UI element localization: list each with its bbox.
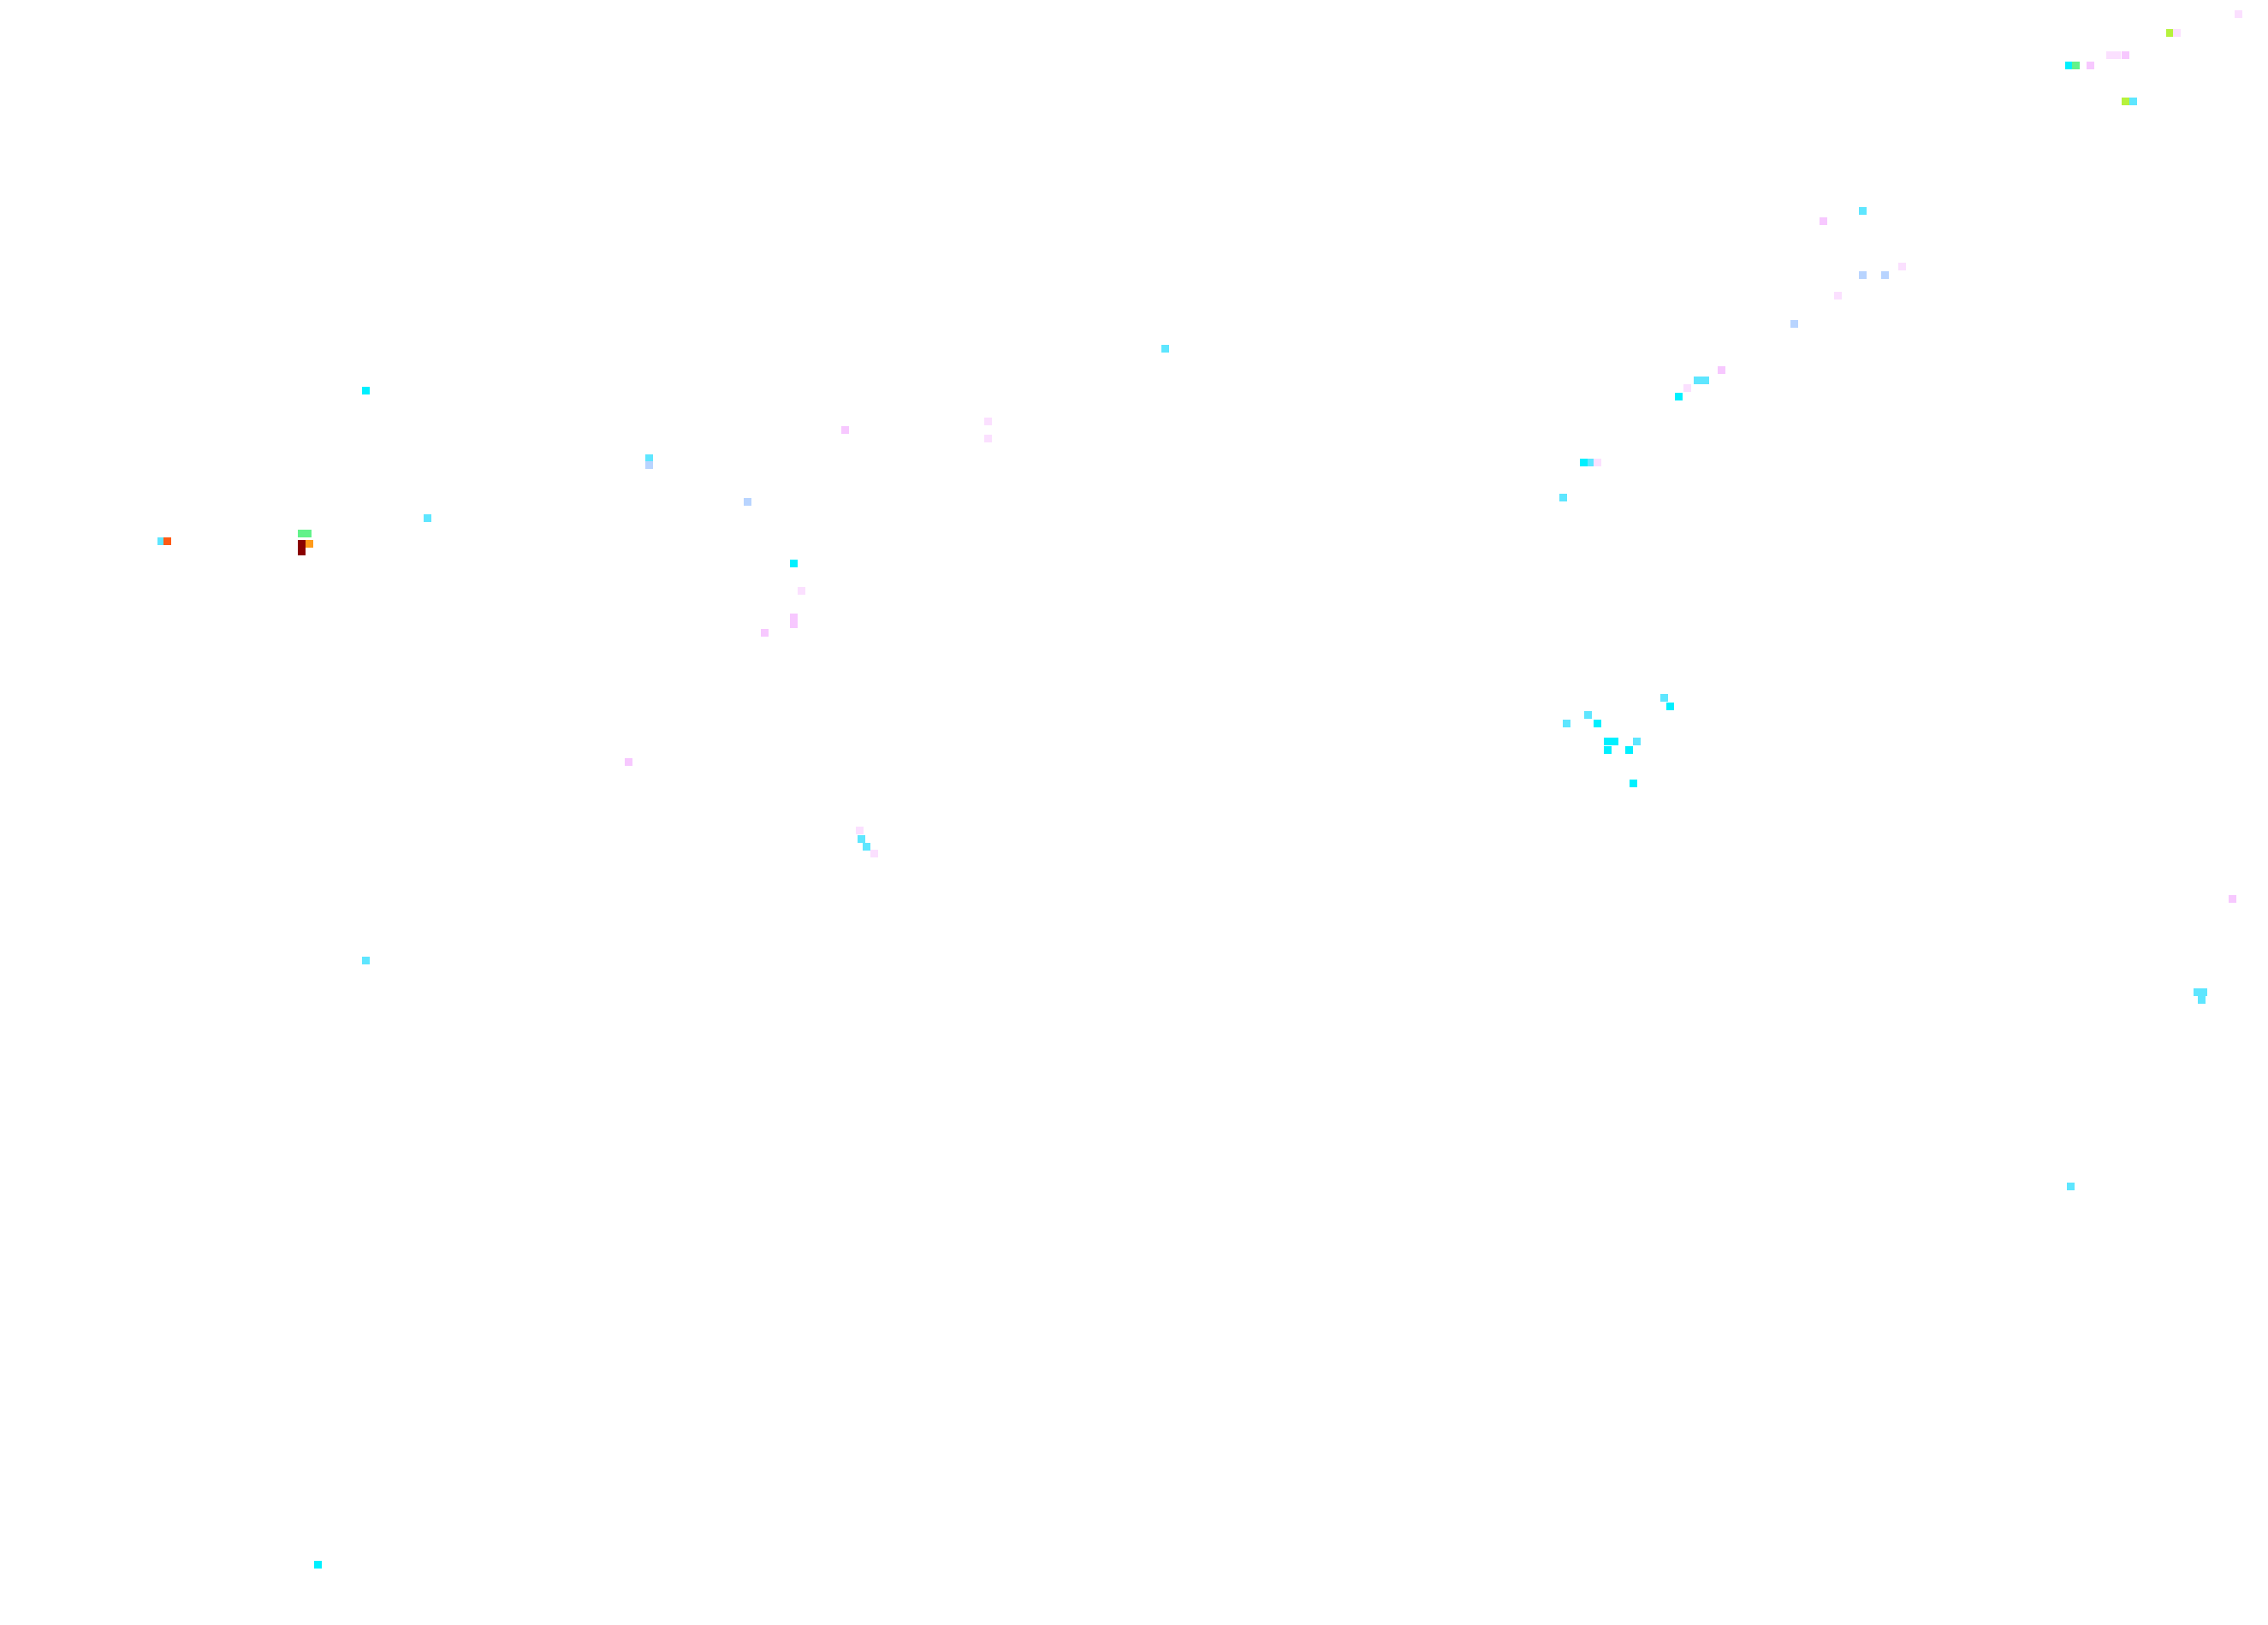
color-speckle xyxy=(1660,694,1668,702)
color-speckle xyxy=(984,435,992,442)
color-speckle xyxy=(306,540,313,548)
color-speckle xyxy=(790,560,798,567)
color-speckle xyxy=(2198,996,2206,1004)
color-speckle xyxy=(1881,271,1889,279)
color-speckle xyxy=(856,827,864,834)
color-speckle xyxy=(645,454,653,462)
color-speckle xyxy=(841,426,849,434)
color-speckle xyxy=(2122,98,2129,105)
color-speckle xyxy=(1594,459,1601,466)
color-speckle xyxy=(870,850,878,857)
color-speckle xyxy=(1683,384,1691,392)
color-speckle xyxy=(1625,746,1633,754)
color-speckle xyxy=(1859,271,1867,279)
color-speckle xyxy=(304,530,312,537)
color-speckle xyxy=(984,418,992,425)
color-speckle xyxy=(314,1561,322,1569)
color-speckle xyxy=(1718,366,1725,374)
color-speckle xyxy=(1594,720,1601,727)
color-speckle xyxy=(1675,393,1683,400)
color-speckle xyxy=(1580,459,1588,466)
color-speckle xyxy=(2173,29,2181,37)
color-speckle xyxy=(2122,51,2129,59)
color-speckle xyxy=(625,758,632,766)
color-speckle xyxy=(2229,895,2236,903)
color-speckle xyxy=(298,530,306,537)
color-speckle xyxy=(2166,29,2174,37)
color-speckle xyxy=(1859,207,1867,215)
color-speckle xyxy=(1633,738,1641,745)
color-speckle xyxy=(1694,377,1701,384)
color-speckle xyxy=(761,629,769,637)
color-speckle xyxy=(1820,217,1827,225)
color-speckle xyxy=(790,614,798,621)
color-speckle xyxy=(1584,711,1592,719)
color-speckle xyxy=(362,957,370,964)
color-speckle xyxy=(1604,738,1612,745)
color-speckle xyxy=(1790,320,1798,328)
color-speckle xyxy=(798,587,805,595)
color-speckle xyxy=(424,514,431,522)
color-speckle xyxy=(1666,703,1674,710)
color-speckle xyxy=(1161,345,1169,353)
color-speckle xyxy=(298,540,306,548)
color-speckle xyxy=(298,548,306,555)
color-speckle xyxy=(2113,51,2121,59)
color-speckle xyxy=(1630,780,1637,787)
color-speckle xyxy=(362,387,370,394)
color-speckle xyxy=(645,461,653,469)
color-speckle xyxy=(2065,62,2073,69)
color-speckle xyxy=(790,620,798,628)
color-speckle xyxy=(2235,10,2242,18)
color-speckle xyxy=(2072,62,2080,69)
color-speckle xyxy=(858,835,865,843)
color-speckle xyxy=(863,843,870,851)
color-speckle xyxy=(2194,988,2201,996)
color-speckle xyxy=(2200,988,2207,996)
color-speckle xyxy=(2087,62,2094,69)
color-speckle xyxy=(2067,1183,2075,1190)
color-speckle xyxy=(1898,263,1906,270)
color-speckle xyxy=(1559,494,1567,501)
color-speckle xyxy=(1563,720,1570,727)
color-speckle xyxy=(1701,377,1709,384)
color-speckle xyxy=(2106,51,2114,59)
color-speckle xyxy=(163,537,171,545)
color-speckle xyxy=(2129,98,2137,105)
color-speckle xyxy=(1834,292,1842,299)
color-speckle xyxy=(744,498,751,506)
color-speckle xyxy=(1611,738,1618,745)
color-speckle xyxy=(1588,459,1595,466)
color-speckle xyxy=(1604,746,1612,754)
color-speckle xyxy=(157,537,165,545)
